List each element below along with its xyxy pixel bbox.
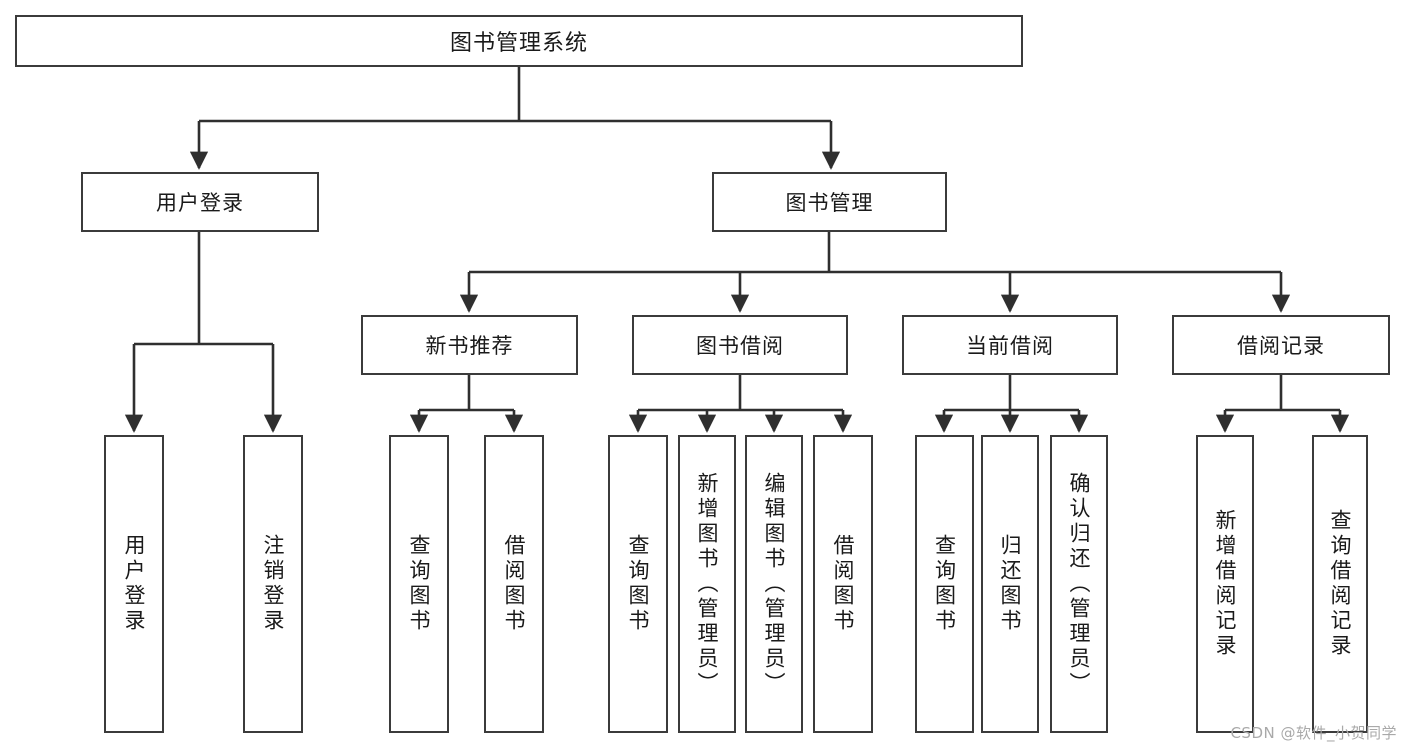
node-leaf-add-book[interactable]: 新增图书（管理员） — [678, 435, 736, 733]
node-leaf-add-record-label: 新增借阅记录 — [1213, 509, 1238, 659]
node-new-book-rec[interactable]: 新书推荐 — [361, 315, 578, 375]
node-leaf-borrow-book-label: 借阅图书 — [831, 534, 856, 634]
node-leaf-borrow-book-rec-label: 借阅图书 — [502, 534, 527, 634]
node-leaf-query-record-label: 查询借阅记录 — [1328, 509, 1353, 659]
node-leaf-edit-book[interactable]: 编辑图书（管理员） — [745, 435, 803, 733]
node-root-label: 图书管理系统 — [449, 31, 588, 56]
node-book-borrow[interactable]: 图书借阅 — [632, 315, 848, 375]
node-leaf-query-book-label: 查询图书 — [626, 534, 651, 634]
node-current-borrow[interactable]: 当前借阅 — [902, 315, 1118, 375]
node-leaf-query-book[interactable]: 查询图书 — [608, 435, 668, 733]
node-leaf-query-record[interactable]: 查询借阅记录 — [1312, 435, 1368, 733]
node-user-login[interactable]: 用户登录 — [81, 172, 319, 232]
node-user-login-label: 用户登录 — [156, 191, 244, 215]
node-new-book-rec-label: 新书推荐 — [425, 334, 514, 358]
node-book-manage[interactable]: 图书管理 — [712, 172, 947, 232]
node-leaf-query-book-rec-label: 查询图书 — [407, 534, 432, 634]
node-leaf-confirm-return-label: 确认归还（管理员） — [1067, 471, 1092, 697]
node-leaf-borrow-book-rec[interactable]: 借阅图书 — [484, 435, 544, 733]
node-leaf-logout-label: 注销登录 — [261, 534, 286, 634]
node-leaf-borrow-book[interactable]: 借阅图书 — [813, 435, 873, 733]
node-leaf-return-book[interactable]: 归还图书 — [981, 435, 1039, 733]
node-leaf-return-book-label: 归还图书 — [998, 534, 1023, 634]
node-leaf-query-book-cur-label: 查询图书 — [932, 534, 957, 634]
node-root[interactable]: 图书管理系统 — [15, 15, 1023, 67]
node-leaf-query-book-cur[interactable]: 查询图书 — [915, 435, 974, 733]
node-leaf-user-login[interactable]: 用户登录 — [104, 435, 164, 733]
node-leaf-edit-book-label: 编辑图书（管理员） — [762, 471, 787, 697]
node-book-borrow-label: 图书借阅 — [696, 334, 784, 358]
node-leaf-confirm-return[interactable]: 确认归还（管理员） — [1050, 435, 1108, 733]
node-current-borrow-label: 当前借阅 — [966, 334, 1054, 358]
node-leaf-query-book-rec[interactable]: 查询图书 — [389, 435, 449, 733]
node-book-manage-label: 图书管理 — [785, 191, 874, 215]
node-borrow-record-label: 借阅记录 — [1237, 334, 1325, 358]
node-leaf-add-book-label: 新增图书（管理员） — [695, 471, 720, 697]
node-leaf-logout[interactable]: 注销登录 — [243, 435, 303, 733]
node-leaf-user-login-label: 用户登录 — [122, 534, 147, 634]
node-leaf-add-record[interactable]: 新增借阅记录 — [1196, 435, 1254, 733]
node-borrow-record[interactable]: 借阅记录 — [1172, 315, 1390, 375]
